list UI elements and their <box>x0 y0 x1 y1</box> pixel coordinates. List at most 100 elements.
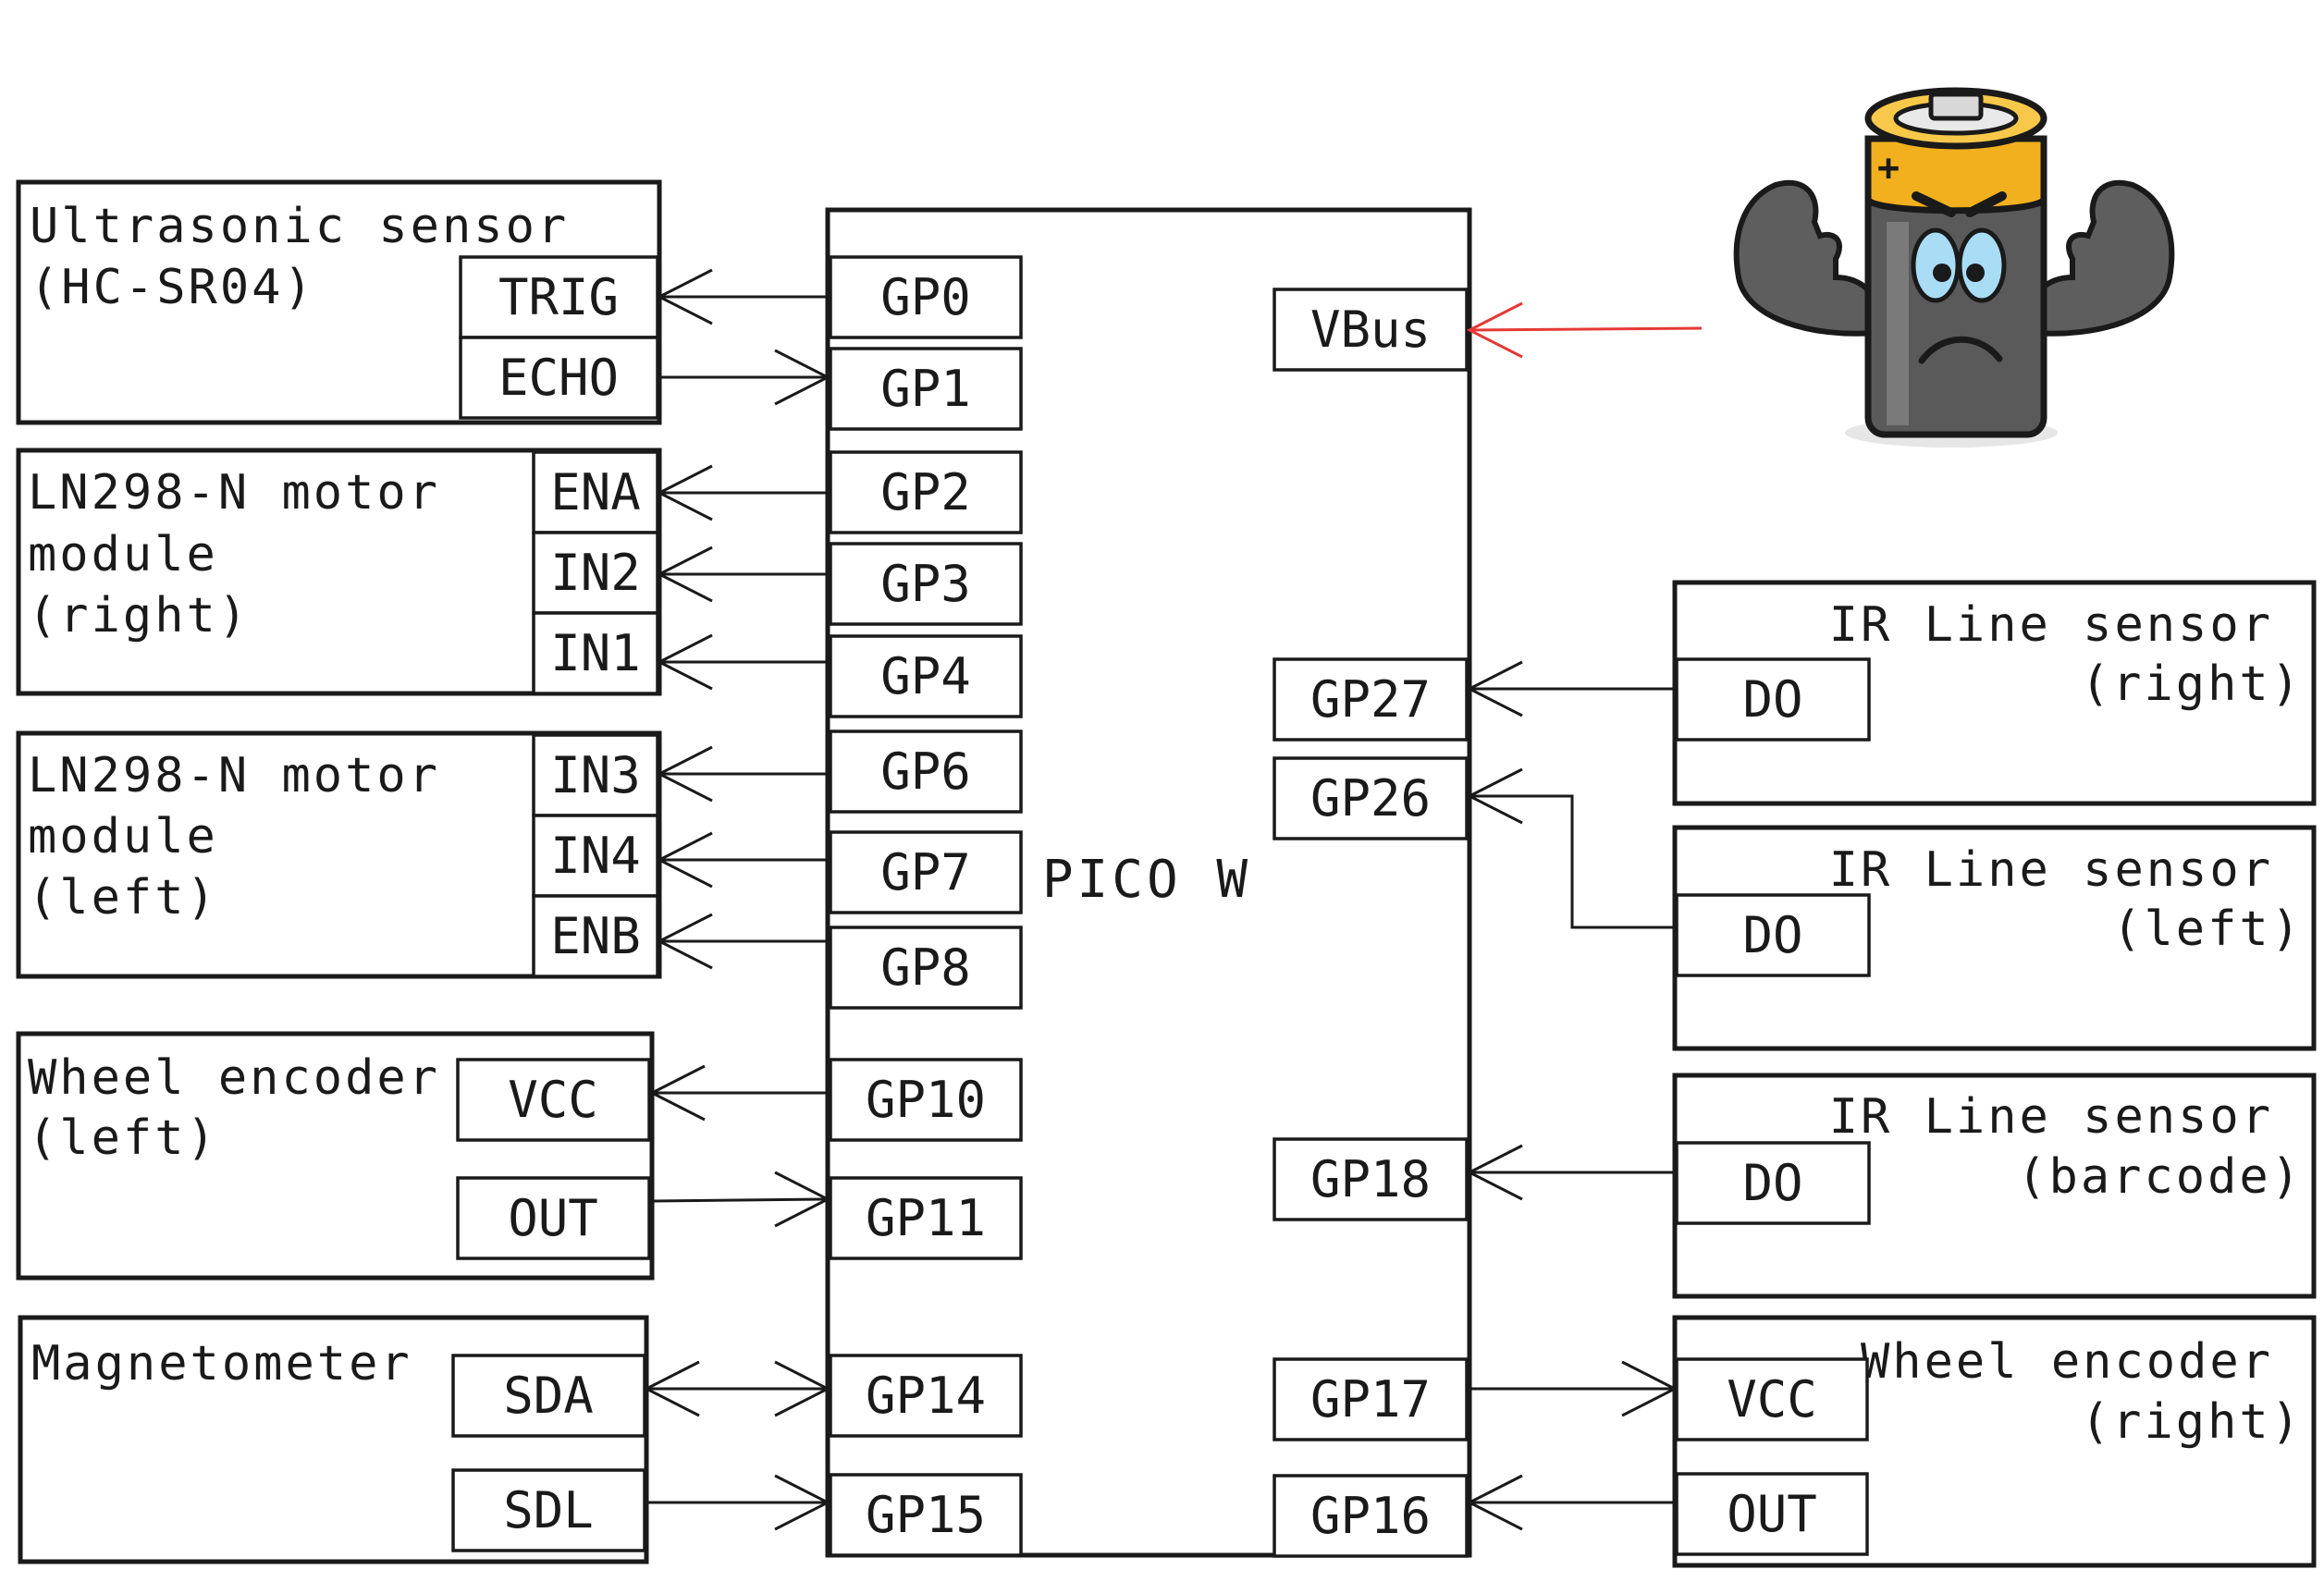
module-title-line: Magnetometer <box>31 1336 412 1392</box>
wire-gp17-vcc <box>1469 1360 1678 1417</box>
pin-gp14: GP14 <box>829 1354 1023 1438</box>
pin-gp2: GP2 <box>829 450 1023 534</box>
pico-w-board: PICO W GP0 GP1 GP2 GP3 GP4 GP6 GP7 GP8 G… <box>825 207 1472 1558</box>
svg-text:GP10: GP10 <box>866 1071 986 1129</box>
pin-do: DO <box>1675 1141 1871 1225</box>
module-title-line: (left) <box>28 1110 218 1166</box>
svg-text:ENA: ENA <box>550 463 641 521</box>
module-title-line: (right) <box>2081 1394 2303 1450</box>
motor-module-left: LN298-N motor module (left) IN3 IN4 ENB <box>16 730 662 979</box>
pin-gp10: GP10 <box>829 1058 1023 1142</box>
svg-text:DO: DO <box>1742 1154 1802 1212</box>
pin-vcc: VCC <box>1675 1357 1869 1441</box>
wheel-encoder-left: Wheel encoder (left) VCC OUT <box>16 1031 655 1281</box>
svg-text:GP15: GP15 <box>866 1486 986 1544</box>
svg-text:GP8: GP8 <box>880 938 971 997</box>
svg-text:IN4: IN4 <box>550 827 641 885</box>
wire-gp27-do <box>1466 660 1675 717</box>
svg-text:GP3: GP3 <box>880 555 971 613</box>
module-title-line: (right) <box>2081 656 2303 712</box>
pin-gp1: GP1 <box>829 347 1023 431</box>
wire-out-gp11 <box>651 1171 831 1228</box>
module-title-line: IR Line sensor <box>1829 1089 2273 1145</box>
module-title-line: (left) <box>28 870 218 926</box>
svg-text:TRIG: TRIG <box>498 268 619 326</box>
wire-out-gp16 <box>1466 1474 1675 1531</box>
pin-sdl: SDL <box>451 1468 646 1552</box>
wire-gp6-in3 <box>656 745 828 803</box>
pin-in4: IN4 <box>532 814 659 898</box>
svg-text:GP7: GP7 <box>880 843 971 901</box>
pin-sda: SDA <box>451 1354 646 1438</box>
svg-text:GP0: GP0 <box>880 268 971 326</box>
pin-gp27: GP27 <box>1273 657 1469 742</box>
svg-text:GP16: GP16 <box>1310 1487 1431 1545</box>
svg-text:OUT: OUT <box>1727 1485 1817 1543</box>
wire-gp18-do <box>1466 1144 1675 1201</box>
pin-gp18: GP18 <box>1273 1137 1469 1221</box>
svg-text:GP27: GP27 <box>1310 670 1431 729</box>
svg-text:GP18: GP18 <box>1310 1150 1431 1208</box>
pin-echo: ECHO <box>459 336 659 420</box>
svg-text:ENB: ENB <box>550 907 641 965</box>
plus-sign: + <box>1877 147 1900 190</box>
module-title-line: (barcode) <box>2017 1149 2303 1205</box>
svg-text:ECHO: ECHO <box>498 349 619 407</box>
wire-gp3-in2 <box>656 546 828 603</box>
wire-gp7-in4 <box>656 831 828 889</box>
pin-out: OUT <box>456 1176 651 1260</box>
svg-text:IN3: IN3 <box>550 746 641 804</box>
svg-text:DO: DO <box>1742 906 1802 964</box>
pico-w-label: PICO W <box>1042 850 1251 910</box>
module-title-line: Wheel encoder <box>28 1050 440 1106</box>
svg-text:GP4: GP4 <box>880 647 971 705</box>
pin-gp17: GP17 <box>1273 1357 1469 1441</box>
svg-text:GP2: GP2 <box>880 463 971 521</box>
svg-text:VBus: VBus <box>1310 300 1431 359</box>
pin-in2: IN2 <box>532 531 659 615</box>
module-title-line: Ultrasonic sensor <box>30 199 569 254</box>
ir-line-sensor-right: IR Line sensor (right) DO <box>1672 580 2317 806</box>
svg-text:VCC: VCC <box>1727 1370 1817 1429</box>
pin-trig: TRIG <box>459 255 659 339</box>
wire-gp2-ena <box>656 464 828 521</box>
svg-text:IN1: IN1 <box>550 624 641 682</box>
svg-text:GP6: GP6 <box>880 742 971 801</box>
pin-do: DO <box>1675 657 1871 742</box>
svg-text:IN2: IN2 <box>550 544 641 602</box>
wire-gp26-do <box>1466 767 1675 929</box>
motor-module-right: LN298-N motor module (right) ENA IN2 IN1 <box>16 448 662 696</box>
module-title-line: IR Line sensor <box>1829 842 2273 898</box>
pin-gp3: GP3 <box>829 542 1023 626</box>
svg-text:GP14: GP14 <box>866 1367 986 1425</box>
pin-gp4: GP4 <box>829 634 1023 718</box>
pin-vbus: VBus <box>1273 288 1469 372</box>
module-title-line: (HC-SR04) <box>30 260 315 315</box>
battery-mascot-icon: + <box>1733 87 2175 448</box>
wire-gp4-in1 <box>656 633 828 691</box>
pin-vcc: VCC <box>456 1058 651 1142</box>
wire-gp10-vcc <box>648 1064 828 1122</box>
pin-gp8: GP8 <box>829 926 1023 1010</box>
wire-gp8-enb <box>656 913 828 970</box>
pin-in1: IN1 <box>532 611 659 695</box>
wire-echo-gp1 <box>659 349 831 406</box>
power-wire-vbus <box>1466 301 1703 359</box>
pin-gp16: GP16 <box>1273 1474 1469 1558</box>
module-title-line: (right) <box>28 588 250 644</box>
pin-gp0: GP0 <box>829 255 1023 339</box>
module-title-line: LN298-N motor <box>28 748 440 803</box>
module-title-line: (left) <box>2112 901 2303 957</box>
pin-out: OUT <box>1675 1472 1869 1556</box>
wheel-encoder-right: Wheel encoder (right) VCC OUT <box>1672 1315 2317 1568</box>
module-title-line: module <box>28 527 218 583</box>
wires <box>643 268 1703 1531</box>
pin-enb: ENB <box>532 894 659 978</box>
pin-gp6: GP6 <box>829 730 1023 814</box>
svg-text:SDL: SDL <box>503 1481 594 1539</box>
svg-text:GP26: GP26 <box>1310 769 1431 828</box>
pin-in3: IN3 <box>532 733 659 817</box>
magnetometer-module: Magnetometer SDA SDL <box>18 1315 649 1564</box>
pin-gp7: GP7 <box>829 830 1023 914</box>
